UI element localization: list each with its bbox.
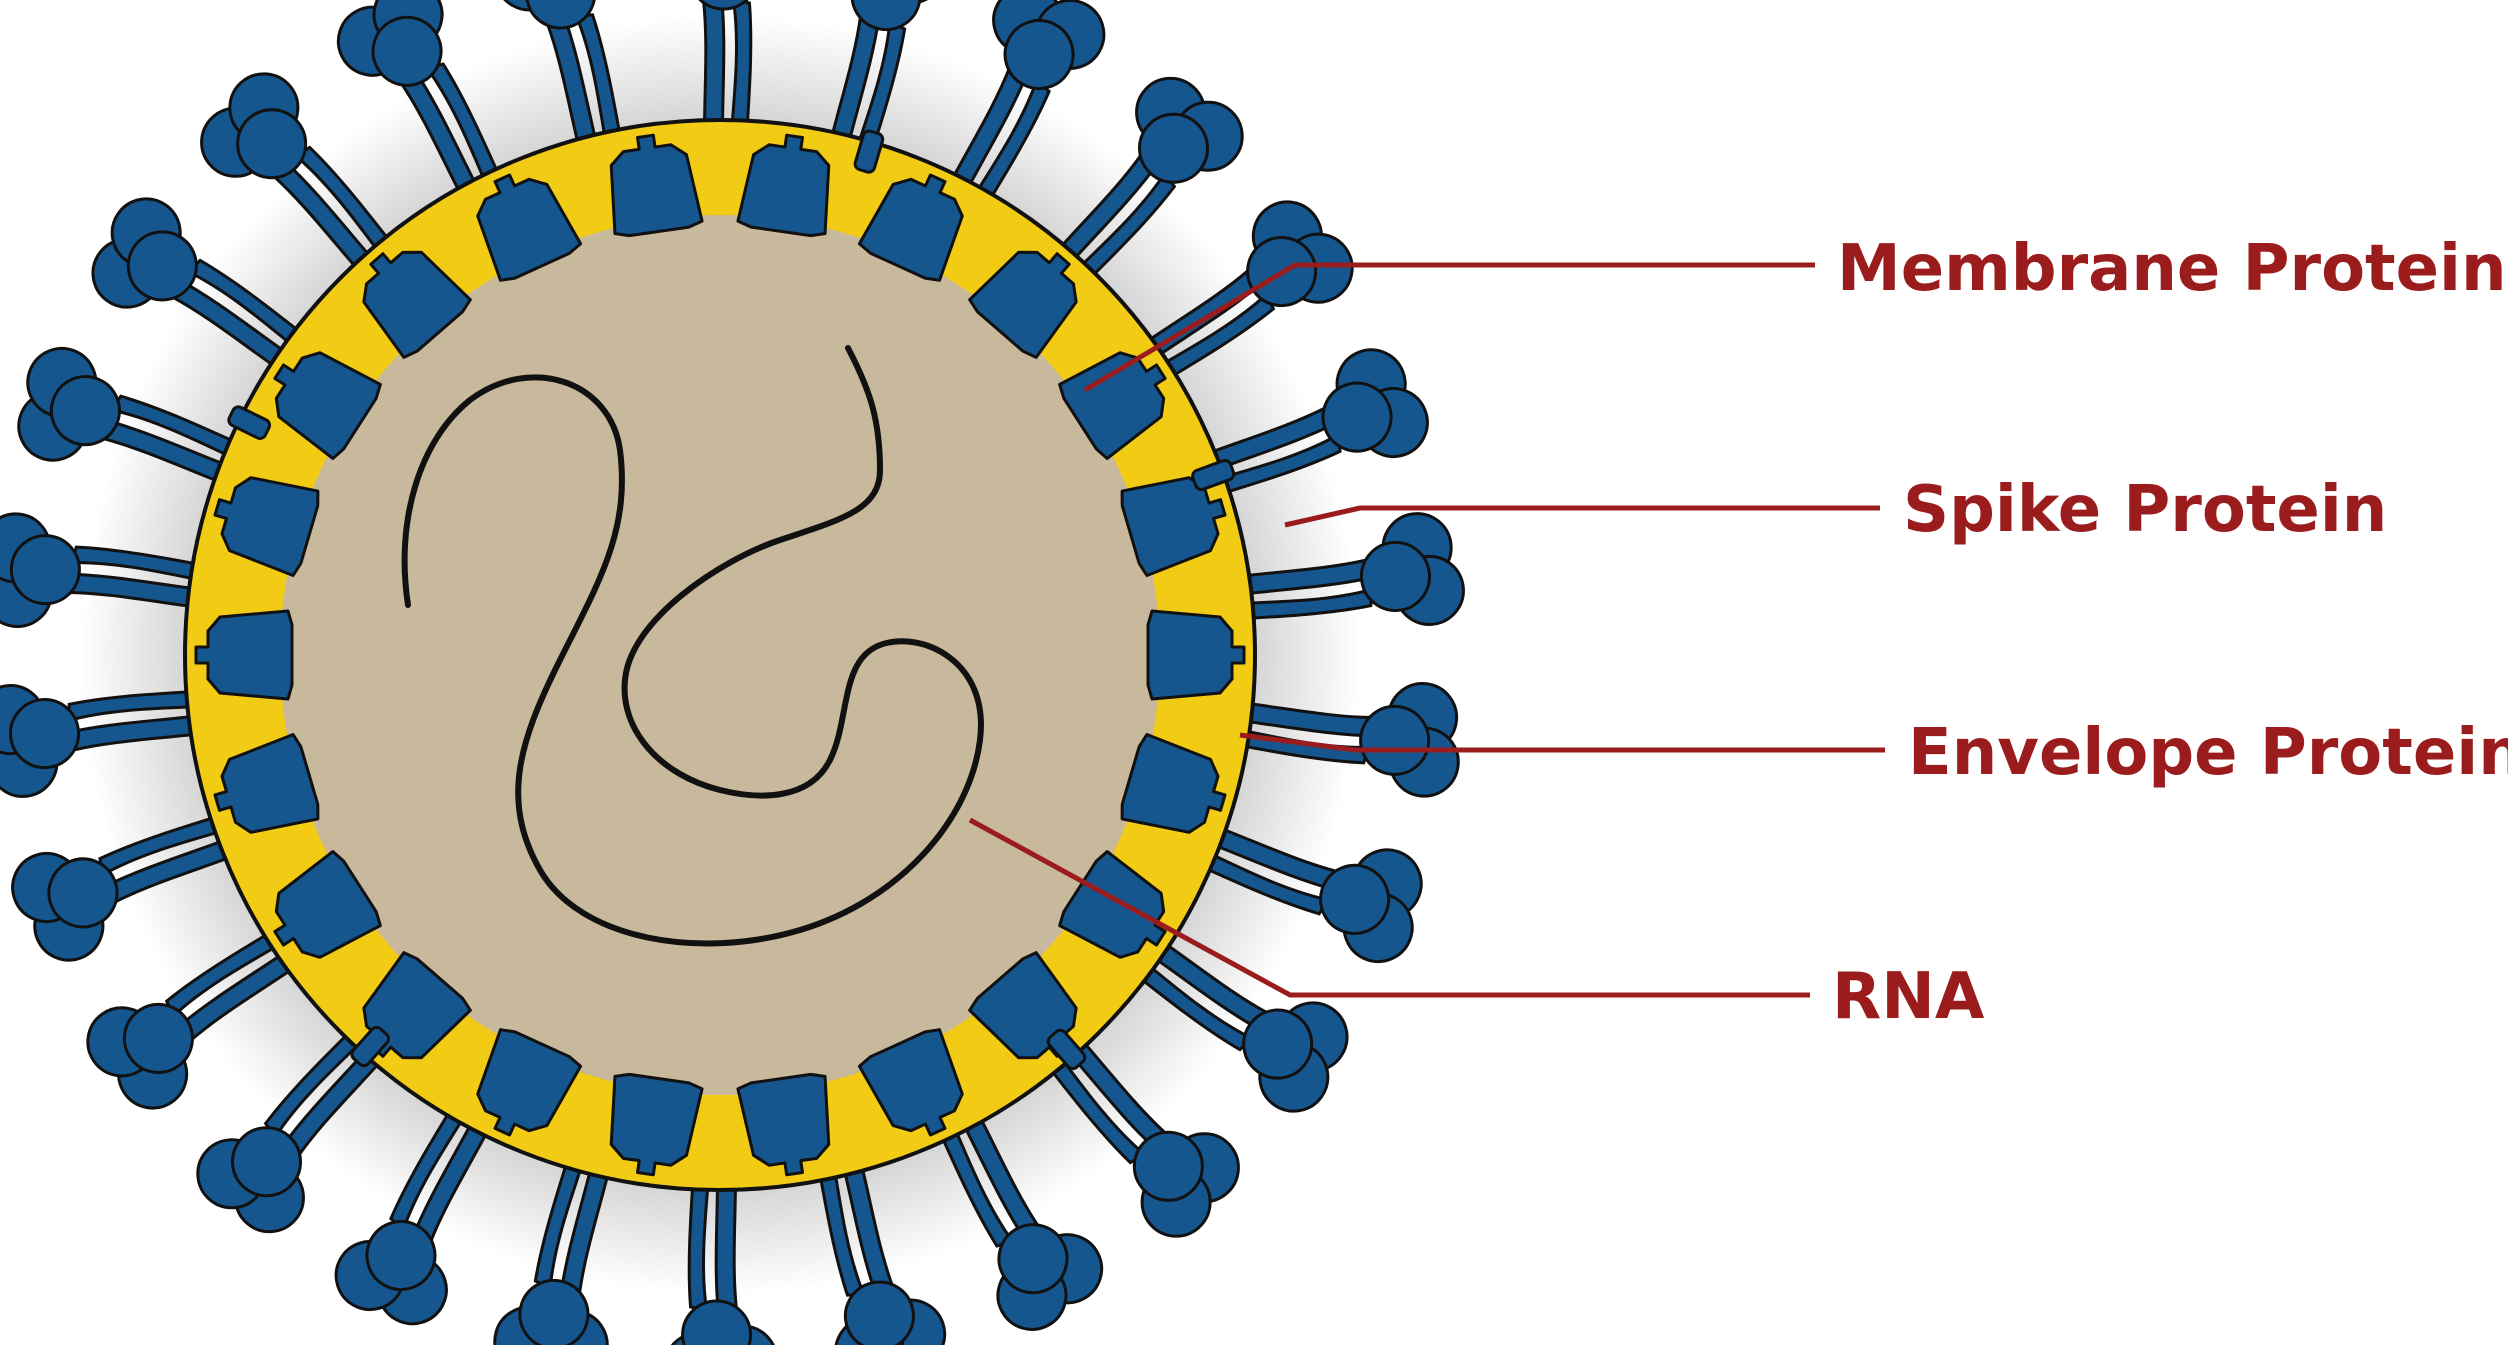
membrane-protein: [609, 1072, 704, 1177]
spike-head: [231, 1126, 303, 1198]
rna-strand: [401, 345, 984, 947]
envelope-protein: [1046, 1028, 1087, 1071]
envelope-protein-body: [853, 129, 885, 174]
membrane-protein-body: [273, 351, 382, 460]
spike-head: [47, 857, 119, 929]
leader-lines: [968, 262, 1885, 998]
membrane-protein: [213, 476, 320, 578]
spike-head: [1359, 704, 1431, 776]
membrane-protein: [857, 173, 964, 282]
label-envelope-protein: Envelope Protein: [1908, 716, 2508, 790]
membrane-protein-body: [609, 133, 704, 238]
membrane-protein-body: [1120, 732, 1227, 834]
spike-head: [681, 1299, 753, 1345]
envelope-protein: [853, 129, 885, 174]
spike-head: [1359, 540, 1431, 612]
membrane-protein: [273, 850, 382, 959]
spike-head: [49, 375, 121, 447]
spike-head: [850, 0, 922, 32]
spike-head: [525, 0, 597, 30]
label-rna: RNA: [1832, 960, 1985, 1034]
membrane-protein: [194, 609, 294, 701]
spike-head: [122, 1002, 194, 1074]
spike-head: [1137, 112, 1209, 184]
membrane-protein: [213, 732, 320, 834]
membrane-protein-body: [1146, 609, 1246, 701]
membrane-protein: [476, 173, 583, 282]
envelope-protein: [227, 405, 272, 440]
spike-head: [9, 698, 81, 770]
membrane-protein: [476, 1028, 583, 1137]
membrane-protein: [968, 250, 1078, 359]
spike-head: [236, 108, 308, 180]
spike-head: [1319, 863, 1391, 935]
envelope-protein-body: [1191, 458, 1236, 492]
spike-head: [371, 15, 443, 87]
spike-head: [518, 1278, 590, 1345]
envelope-protein: [350, 1025, 391, 1068]
membrane-protein: [273, 351, 382, 460]
membrane-protein-body: [736, 1072, 831, 1177]
spike-head: [1321, 381, 1393, 453]
membrane-protein-body: [1058, 850, 1167, 959]
membrane-protein: [362, 250, 472, 359]
label-membrane-protein: Membrane Protein: [1837, 232, 2507, 306]
membrane-protein: [1120, 732, 1227, 834]
membrane-protein: [736, 1072, 831, 1177]
membrane-protein: [609, 133, 704, 238]
membrane-protein: [1058, 850, 1167, 959]
membrane-protein-body: [476, 173, 583, 282]
envelope-protein-body: [350, 1025, 391, 1068]
envelope-proteins: [227, 129, 1236, 1071]
membrane-protein-body: [476, 1028, 583, 1137]
envelope-protein-body: [1046, 1028, 1087, 1071]
membrane-protein-body: [213, 476, 320, 578]
membrane-protein: [736, 133, 831, 238]
label-spike-protein: Spike Protein: [1903, 473, 2387, 547]
spike-head: [843, 1280, 915, 1345]
spike-head: [997, 1223, 1069, 1295]
spike-head: [126, 230, 198, 302]
spike-protein: [11, 797, 288, 962]
membrane-protein-body: [857, 1028, 964, 1137]
membrane-protein-body: [857, 173, 964, 282]
spike-head: [687, 0, 759, 11]
membrane-protein-body: [273, 850, 382, 959]
membrane-protein-body: [609, 1072, 704, 1177]
spike-protein: [1149, 806, 1423, 964]
membrane-protein-body: [194, 609, 294, 701]
membrane-protein-body: [362, 250, 472, 359]
spike-head: [1242, 1008, 1314, 1080]
spike-head: [1132, 1130, 1204, 1202]
spike-head: [9, 534, 81, 606]
spike-head: [1003, 18, 1075, 90]
leader-line-envelope-protein: [1239, 732, 1885, 753]
membrane-proteins: [194, 133, 1246, 1177]
membrane-protein: [1146, 609, 1246, 701]
membrane-protein: [857, 1028, 964, 1137]
membrane-protein-body: [213, 732, 320, 834]
membrane-protein-body: [736, 133, 831, 238]
spike-head: [365, 1220, 437, 1292]
membrane-protein-body: [968, 250, 1078, 359]
envelope-protein: [1191, 458, 1236, 492]
leader-line-membrane-protein: [1083, 262, 1815, 393]
leader-line-rna: [968, 817, 1810, 998]
capsid-interior: [280, 215, 1160, 1095]
leader-line-spike-protein: [1284, 505, 1880, 528]
envelope-protein-body: [227, 405, 272, 440]
